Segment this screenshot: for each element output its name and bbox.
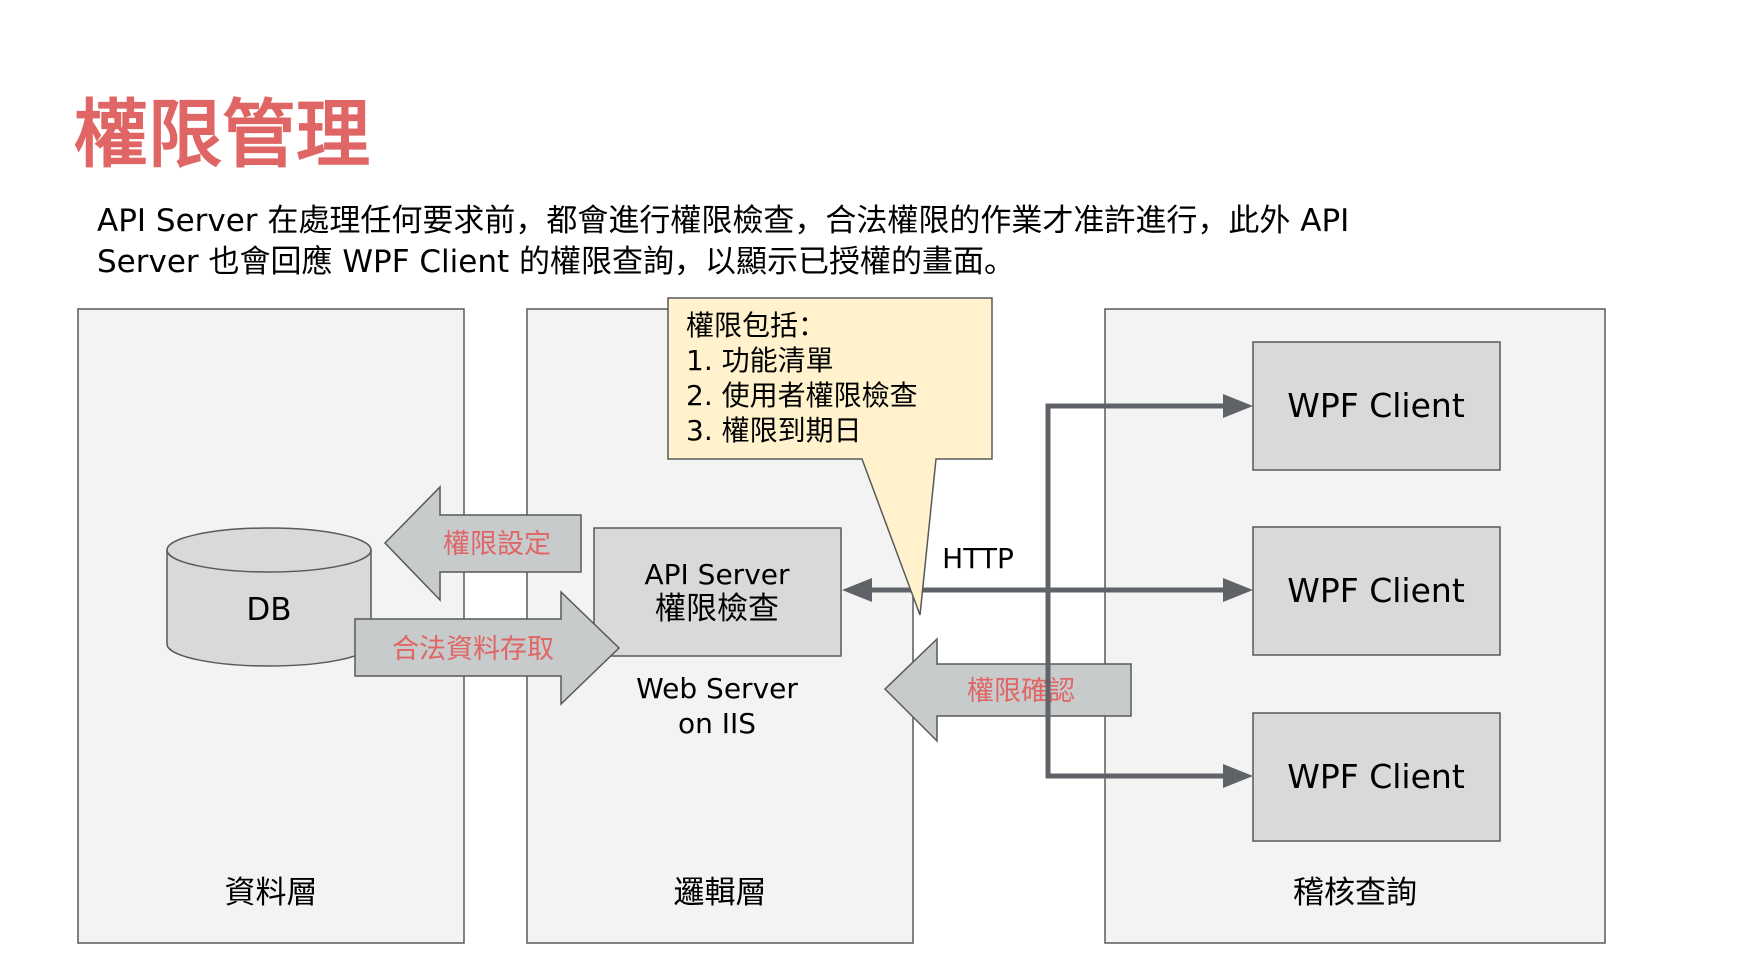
api-server-label-line2: 權限檢查 [655,591,779,627]
legal-data-access-arrow: 合法資料存取 [354,590,621,706]
connector-branch [1045,403,1225,779]
http-label: HTTP [942,542,1014,575]
page-title: 權限管理 [74,92,370,178]
db-label: DB [246,592,291,628]
wpf-client-2-label: WPF Client [1287,571,1465,610]
web-server-label-line2: on IIS [678,707,756,740]
permission-setting-arrow: 權限設定 [383,485,582,602]
callout-item-3: 3. 權限到期日 [686,414,862,447]
logic-layer-label: 邏輯層 [674,875,767,911]
wpf-client-1-label: WPF Client [1287,386,1465,425]
api-server-box: API Server 權限檢查 [593,527,842,657]
callout-item-2: 2. 使用者權限檢查 [686,379,918,412]
arrowhead-to-client-3 [1223,764,1253,788]
description-line-1: API Server 在處理任何要求前，都會進行權限檢查，合法權限的作業才准許進… [97,203,1349,239]
description-line-2: Server 也會回應 WPF Client 的權限查詢，以顯示已授權的畫面。 [97,244,1015,280]
wpf-client-2: WPF Client [1252,526,1501,656]
web-server-label-line1: Web Server [636,672,798,705]
wpf-client-3: WPF Client [1252,712,1501,842]
api-server-label-line1: API Server [644,558,790,591]
wpf-client-1: WPF Client [1252,341,1501,471]
db-cylinder: DB [166,527,372,667]
wpf-client-3-label: WPF Client [1287,757,1465,796]
data-layer-label: 資料層 [225,875,318,911]
http-connectors [868,403,1225,779]
arrowhead-to-api [842,578,872,602]
permission-setting-label: 權限設定 [443,529,551,560]
permission-confirm-label: 權限確認 [967,676,1075,707]
arrowhead-to-client-1 [1223,394,1253,418]
permission-confirm-arrow: 權限確認 [883,637,1132,743]
permissions-callout: 權限包括： 1. 功能清單 2. 使用者權限檢查 3. 權限到期日 [667,297,993,616]
arrowhead-to-client-2 [1223,578,1253,602]
callout-title: 權限包括： [686,309,826,342]
callout-item-1: 1. 功能清單 [686,344,834,377]
audit-layer-label: 稽核查詢 [1293,875,1417,911]
arrowheads [842,394,1253,788]
legal-data-access-label: 合法資料存取 [392,634,554,665]
